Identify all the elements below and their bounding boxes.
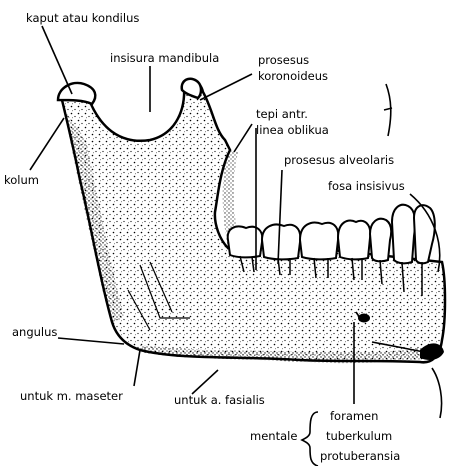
label-linea: linea oblikua xyxy=(256,123,329,137)
label-prosesus: prosesus xyxy=(258,53,309,67)
label-caput: kaput atau kondilus xyxy=(26,11,139,25)
label-koronoideus: koronoideus xyxy=(258,69,328,83)
teeth xyxy=(228,205,435,264)
label-mentale: mentale xyxy=(250,429,297,443)
label-protuberansia: protuberansia xyxy=(320,449,400,463)
label-fosa: fosa insisivus xyxy=(328,179,405,193)
condyle-head xyxy=(58,83,95,104)
label-alveolaris: prosesus alveolaris xyxy=(284,153,394,167)
label-angulus: angulus xyxy=(12,325,57,339)
label-tuberkulum: tuberkulum xyxy=(326,429,392,443)
mentale-brace xyxy=(302,412,318,466)
label-fasialis: untuk a. fasialis xyxy=(174,393,265,407)
label-maseter: untuk m. maseter xyxy=(20,389,123,403)
label-kolum: kolum xyxy=(4,173,39,187)
label-foramen: foramen xyxy=(330,409,378,423)
label-insisura: insisura mandibula xyxy=(110,51,219,65)
label-tepi: tepi antr. xyxy=(256,107,308,121)
